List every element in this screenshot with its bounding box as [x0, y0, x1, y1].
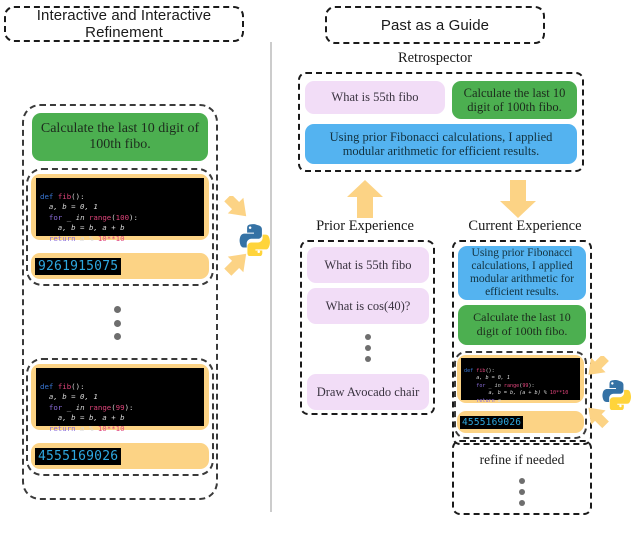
code-num: 10**10: [549, 390, 569, 397]
code-line-2: a, b = 0, 1: [40, 202, 98, 211]
code-keyword-for: for: [476, 382, 486, 389]
left-code-block-2: def fib(): a, b = 0, 1 for _ in range(99…: [36, 368, 204, 433]
retrospector-green-bubble: Calculate the last 10 digit of 100th fib…: [452, 81, 577, 119]
left-code-group-2: [26, 358, 214, 476]
refine-label: refine if needed: [479, 452, 565, 467]
code-keyword-for: for: [48, 212, 63, 222]
left-result-wrap-1: 9261915075: [31, 253, 209, 279]
left-code-group-1: [26, 168, 214, 286]
code-keyword-def: def: [464, 367, 474, 374]
code-text: ():: [71, 381, 85, 391]
arrow-down-left-icon-right: [583, 356, 611, 384]
prior-experience-label: Prior Experience: [316, 218, 414, 234]
prior-experience-item-1: What is 55th fibo: [307, 247, 429, 283]
code-fn-fib: fib: [57, 381, 72, 391]
left-code-block-1: def fib(): a, b = 0, 1 for _ in range(10…: [36, 178, 204, 243]
code-num: 10**10: [97, 233, 125, 243]
code-num: 10**10: [97, 423, 125, 433]
code-num: 99: [115, 402, 125, 412]
left-flow-container: [22, 104, 218, 500]
code-num: 100: [115, 212, 130, 222]
retrospector-box: [298, 72, 584, 172]
code-fn-fib: fib: [57, 191, 72, 201]
code-text: ():: [485, 367, 495, 374]
panel-divider: [270, 42, 272, 512]
prior-experience-item-2: What is cos(40)?: [307, 288, 429, 324]
code-fn-range: range: [503, 382, 520, 389]
arrow-down-right-icon-left: [222, 196, 252, 226]
left-result-2: 4555169026: [35, 447, 122, 465]
code-text: _ in: [485, 382, 504, 389]
left-panel-title: Interactive and Interactive Refinement: [4, 6, 244, 42]
code-text: ():: [71, 191, 85, 201]
current-experience-label: Current Experience: [468, 218, 582, 234]
left-result-1: 9261915075: [35, 257, 122, 275]
right-panel-title: Past as a Guide: [325, 6, 545, 44]
current-code-wrap: def fib(): a, b = 0, 1 for _ in range(99…: [457, 355, 584, 404]
code-keyword-def: def: [40, 381, 54, 391]
current-experience-green-bubble: Calculate the last 10 digit of 100th fib…: [458, 305, 586, 345]
current-code-block: def fib(): a, b = 0, 1 for _ in range(99…: [461, 358, 580, 404]
code-text: ):: [129, 212, 138, 222]
refine-box: [452, 440, 592, 515]
code-line-2: a, b = 0, 1: [464, 375, 511, 382]
code-fn-range: range: [88, 212, 112, 222]
left-request-bubble: Calculate the last 10 digit of 100th fib…: [32, 113, 208, 161]
refine-ellipsis: [518, 478, 525, 506]
current-result-wrap: 4555169026: [457, 411, 584, 433]
code-line-4: a, b = b, a + b: [40, 223, 125, 232]
code-keyword-def: def: [40, 191, 54, 201]
code-text: ):: [124, 402, 134, 412]
code-text: a %: [75, 423, 98, 433]
code-text: a %: [75, 233, 98, 243]
arrow-up-right-icon-left: [222, 252, 252, 282]
left-code-wrap-1: def fib(): a, b = 0, 1 for _ in range(10…: [31, 174, 209, 243]
python-logo-right: [600, 378, 632, 410]
code-keyword-return: return: [48, 423, 76, 433]
prior-experience-ellipsis: [364, 334, 371, 362]
code-text: ):: [528, 382, 535, 389]
code-keyword-return: return: [48, 233, 76, 243]
current-code-group: [454, 351, 587, 439]
retrospector-pink-bubble: What is 55th fibo: [305, 81, 445, 114]
code-text: _ in: [62, 402, 89, 412]
code-keyword-for: for: [48, 402, 63, 412]
left-result-wrap-2: 4555169026: [31, 443, 209, 469]
code-fn-fib: fib: [476, 367, 486, 374]
python-logo-left: [237, 222, 271, 256]
code-line-2: a, b = 0, 1: [40, 392, 98, 401]
code-fn-range: range: [88, 402, 112, 412]
current-result: 4555169026: [460, 415, 524, 429]
retrospector-blue-bubble: Using prior Fibonacci calculations, I ap…: [305, 124, 577, 164]
code-text: a: [494, 397, 501, 404]
arrow-up-left-icon-right: [583, 406, 611, 434]
current-experience-box: [452, 240, 592, 445]
left-code-wrap-2: def fib(): a, b = 0, 1 for _ in range(99…: [31, 364, 209, 433]
code-keyword-return: return: [476, 397, 495, 404]
current-experience-blue-bubble: Using prior Fibonacci calculations, I ap…: [458, 246, 586, 300]
code-line-4: a, b = b, a + b: [40, 413, 125, 422]
left-ellipsis: [113, 306, 121, 340]
code-num: 99: [522, 382, 529, 389]
code-line-4: a, b = b, (a + b) %: [464, 390, 550, 397]
arrow-down-icon-current: [500, 180, 536, 218]
arrow-up-icon-prior: [347, 180, 383, 218]
code-text: _ in: [62, 212, 89, 222]
prior-experience-box: [300, 240, 435, 415]
prior-experience-item-3: Draw Avocado chair: [307, 374, 429, 410]
retrospector-label: Retrospector: [397, 50, 473, 66]
